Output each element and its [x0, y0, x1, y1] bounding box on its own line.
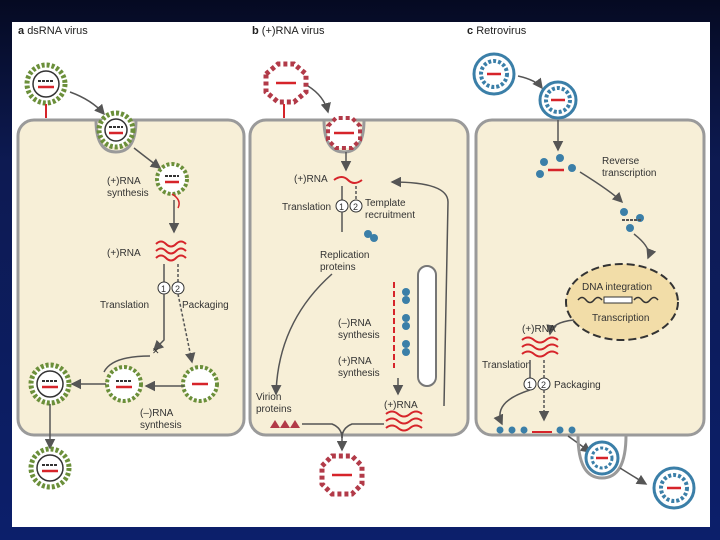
a-progeny-virion-2	[105, 365, 143, 403]
b-virion-protein-triangles	[270, 420, 300, 428]
panel-a: (+)RNA synthesis (+)RNA 1 2 Translation …	[24, 62, 229, 490]
panel-a-title: a dsRNA virus	[18, 25, 88, 37]
b-minus-synth-line1: (–)RNA	[338, 318, 372, 329]
viral-replication-diagram: a dsRNA virus b (+)RNA virus c Retroviru…	[16, 25, 706, 510]
a-released-virion	[28, 446, 72, 490]
c-transcription-label: Transcription	[592, 313, 649, 324]
b-replication-protein	[364, 230, 378, 242]
dsrna-virion-entering	[94, 110, 138, 154]
c-dna-integration-label: DNA integration	[582, 282, 652, 293]
b-virion-line2: proteins	[256, 404, 292, 415]
a-translation-label: Translation	[100, 300, 149, 311]
panel-c: Reverse transcription DNA integration Tr…	[472, 52, 696, 510]
c-step2: 2	[541, 380, 546, 390]
a-protein-glyph: ✕	[152, 346, 160, 356]
plus-rna-virion-entering	[322, 116, 366, 154]
a-step1: 1	[161, 284, 166, 294]
b-released-virion	[319, 453, 365, 497]
b-step2: 2	[353, 202, 358, 212]
a-plus-rna-strands	[155, 240, 187, 262]
b-plus-synth-line1: (+)RNA	[338, 356, 372, 367]
b-plus-rna-bottom: (+)RNA	[384, 400, 418, 411]
a-progeny-virion-3	[181, 365, 219, 403]
plus-rna-virion-outside	[263, 61, 309, 105]
b-template-line2: recruitment	[365, 210, 415, 221]
panel-b: (+)RNA 1 2 Translation Template recruitm…	[256, 61, 449, 497]
panel-c-title: c Retrovirus	[467, 25, 527, 37]
retrovirus-outside	[472, 52, 516, 96]
svg-text:a dsRNA virus: a dsRNA virus	[18, 25, 88, 37]
a-plus-rna-synthesis-line1: (+)RNA	[107, 176, 141, 187]
c-uncoating-capsid	[536, 154, 576, 178]
b-template-line1: Template	[365, 198, 406, 209]
c-released-virion	[652, 466, 696, 510]
c-preintegration-complex	[620, 208, 644, 232]
c-budding-virion	[576, 434, 628, 480]
b-step1: 1	[339, 202, 344, 212]
b-progeny-rna	[385, 410, 423, 432]
figure-panel: a dsRNA virus b (+)RNA virus c Retroviru…	[12, 22, 710, 527]
a-plus-rna-label: (+)RNA	[107, 248, 141, 259]
svg-text:c Retrovirus: c Retrovirus	[467, 25, 527, 37]
cell-b	[248, 118, 470, 437]
a-minus-rna-synthesis-line2: synthesis	[140, 420, 182, 431]
c-translation-label: Translation	[482, 360, 531, 371]
c-reverse-line2: transcription	[602, 168, 656, 179]
a-step2: 2	[175, 284, 180, 294]
a-minus-rna-synthesis-line1: (–)RNA	[140, 408, 174, 419]
b-replication-line1: Replication	[320, 250, 369, 261]
dsrna-virion-outside	[24, 62, 68, 106]
retrovirus-fusing	[538, 80, 578, 120]
b-minus-synth-line2: synthesis	[338, 330, 380, 341]
c-budding-membrane	[496, 426, 576, 434]
b-virion-line1: Virion	[256, 392, 281, 403]
b-replication-complexes	[402, 288, 410, 356]
c-plus-rna-strands	[521, 336, 559, 358]
a-progeny-virion-1	[28, 362, 72, 406]
c-reverse-line1: Reverse	[602, 156, 640, 167]
b-er-membrane	[417, 265, 437, 387]
c-host-dna	[577, 296, 659, 304]
a-packaging-label: Packaging	[182, 300, 229, 311]
panel-b-title: b (+)RNA virus	[252, 25, 325, 37]
b-plus-rna-top: (+)RNA	[294, 174, 328, 185]
b-translation-label: Translation	[282, 202, 331, 213]
b-replication-line2: proteins	[320, 262, 356, 273]
c-plus-rna-label: (+)RNA	[522, 324, 556, 335]
a-plus-rna-synthesis-line2: synthesis	[107, 188, 149, 199]
dsrna-core	[155, 162, 189, 209]
b-plus-synth-line2: synthesis	[338, 368, 380, 379]
c-step1: 1	[527, 380, 532, 390]
svg-text:b (+)RNA virus: b (+)RNA virus	[252, 25, 325, 37]
c-packaging-label: Packaging	[554, 380, 601, 391]
